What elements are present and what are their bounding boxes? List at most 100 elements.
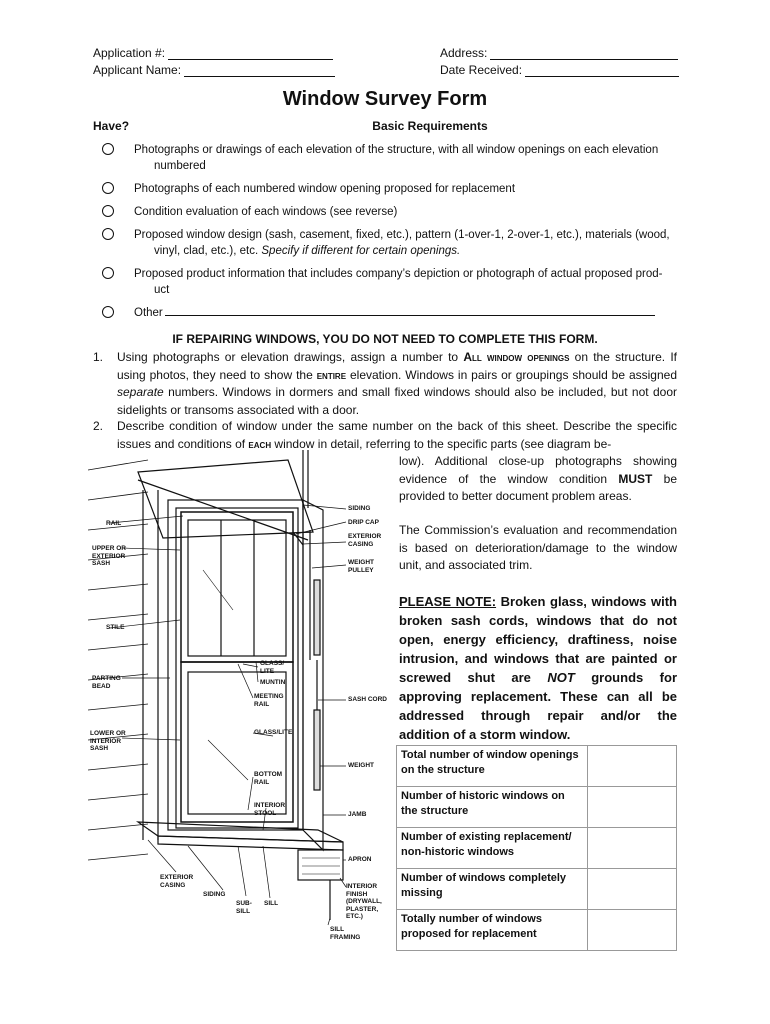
application-number-field[interactable]: Application #:	[93, 46, 334, 60]
step-number: 1.	[93, 350, 104, 364]
please-note-label: PLEASE NOTE:	[399, 594, 497, 609]
step-emphasis: each	[248, 436, 272, 451]
label-apron: APRON	[348, 856, 372, 863]
please-note-paragraph: PLEASE NOTE: Broken glass, windows with …	[399, 592, 677, 744]
label-sill-framing: SILL FRAMING	[330, 926, 361, 941]
label-parting-bead: PARTING BEAD	[92, 675, 121, 690]
leader-lines	[109, 504, 347, 926]
page-title: Window Survey Form	[282, 88, 488, 110]
count-value-cell[interactable]	[587, 827, 677, 869]
step-text: Describe condition of window under the s…	[117, 419, 677, 451]
label-glass-lite-lower: GLASS/LITE	[254, 729, 293, 736]
address-field[interactable]: Address:	[440, 46, 679, 60]
table-row: Total number of window openings on the s…	[396, 745, 677, 787]
requirement-text: Condition evaluation of each windows (se…	[134, 206, 398, 218]
requirement-text: Proposed product information that includ…	[134, 268, 663, 280]
requirement-checkbox[interactable]	[102, 205, 114, 217]
label-jamb: JAMB	[348, 811, 367, 818]
count-value-cell[interactable]	[587, 786, 677, 828]
requirement-checkbox[interactable]	[102, 228, 114, 240]
label-rail: RAIL	[106, 520, 122, 527]
repair-heading: IF REPAIRING WINDOWS, YOU DO NOT NEED TO…	[172, 332, 598, 346]
label-lower-sash: LOWER OR INTERIOR SASH	[90, 730, 126, 752]
label-sash-cord: SASH CORD	[348, 696, 388, 703]
continuation-text: low). Additional close-up photographs sh…	[399, 454, 677, 486]
count-value-cell[interactable]	[587, 868, 677, 910]
label-siding-top: SIDING	[348, 505, 371, 512]
requirement-checkbox[interactable]	[102, 143, 114, 155]
requirement-text: Photographs of each numbered window open…	[134, 183, 516, 195]
instruction-step-1: 1. Using photographs or elevation drawin…	[93, 349, 677, 419]
label-sub-sill: SUB-SILL	[236, 900, 252, 915]
step-text: on the structure. If using photos, they …	[117, 350, 677, 382]
siding-lines	[87, 459, 149, 861]
requirement-text-italic: Specify if different for certain opening…	[261, 245, 461, 257]
window-anatomy-diagram: RAIL UPPER OR EXTERIOR SASH STILE PARTIN…	[87, 450, 398, 950]
step-italic: separate	[117, 385, 164, 399]
label-weight: WEIGHT	[348, 762, 374, 769]
count-value-cell[interactable]	[587, 909, 677, 951]
date-received-field[interactable]: Date Received:	[440, 63, 680, 77]
requirement-text: Proposed window design (sash, casement, …	[134, 229, 670, 241]
step-emphasis: entire	[316, 367, 347, 382]
requirement-item: Condition evaluation of each windows (se…	[102, 204, 682, 220]
requirement-text-cont: uct	[154, 284, 170, 296]
requirement-checkbox[interactable]	[102, 306, 114, 318]
count-label: Totally number of windows proposed for r…	[396, 909, 588, 951]
step-text: Using photographs or elevation drawings,…	[117, 350, 464, 364]
label-bottom-rail: BOTTOM RAIL	[254, 771, 283, 786]
step-emphasis: All window openings	[463, 350, 570, 364]
label-interior-stool: INTERIOR STOOL	[254, 802, 286, 817]
label-meeting-rail: MEETING RAIL	[254, 693, 284, 708]
other-label: Other	[134, 307, 163, 319]
continuation-emphasis: MUST	[618, 471, 653, 486]
note-emphasis: NOT	[547, 670, 575, 685]
step-text: numbers. Windows in dormers and small fi…	[117, 385, 677, 417]
count-label: Number of existing replacement/ non-hist…	[396, 827, 588, 869]
address-label: Address:	[440, 46, 488, 60]
step-number: 2.	[93, 419, 104, 433]
requirement-text-cont: numbered	[154, 160, 206, 172]
applicant-name-line[interactable]	[184, 65, 336, 77]
table-row: Totally number of windows proposed for r…	[396, 909, 677, 951]
note-text: grounds for approving replacement. These…	[399, 670, 678, 742]
continuation-text: be provided to better document problem a…	[399, 471, 678, 504]
label-siding-bottom: SIDING	[203, 891, 226, 898]
label-upper-sash: UPPER OR EXTERIOR SASH	[92, 545, 126, 567]
applicant-name-field[interactable]: Applicant Name:	[93, 63, 336, 77]
label-drip-cap: DRIP CAP	[348, 519, 379, 526]
step-text: window in detail, referring to the speci…	[271, 436, 612, 451]
date-received-label: Date Received:	[440, 63, 523, 77]
label-sill: SILL	[264, 900, 279, 907]
note-text: Broken glass, windows with broken sash c…	[399, 594, 677, 685]
instruction-step-2: 2. Describe condition of window under th…	[93, 418, 677, 453]
table-row: Number of historic windows on the struct…	[396, 786, 677, 828]
table-row: Number of windows completely missing	[396, 868, 677, 910]
count-label: Number of historic windows on the struct…	[396, 786, 588, 828]
label-muntin: MUNTIN	[260, 679, 286, 686]
count-label: Number of windows completely missing	[396, 868, 588, 910]
requirement-item-other: Other	[102, 305, 682, 321]
application-number-line[interactable]	[168, 48, 334, 60]
requirement-item: Proposed product information that includ…	[102, 266, 682, 298]
label-stile: STILE	[106, 624, 125, 631]
basic-requirements-heading: Basic Requirements	[372, 119, 488, 133]
requirement-checkbox[interactable]	[102, 267, 114, 279]
requirement-item: Photographs of each numbered window open…	[102, 181, 682, 197]
count-value-cell[interactable]	[587, 745, 677, 787]
count-label: Total number of window openings on the s…	[396, 745, 588, 787]
step-2-continuation: low). Additional close-up photographs sh…	[399, 453, 677, 506]
requirement-item: Photographs or drawings of each elevatio…	[102, 142, 682, 174]
applicant-name-label: Applicant Name:	[93, 63, 182, 77]
label-interior-finish: INTERIOR FINISH (DRYWALL, PLASTER, ETC.)	[346, 883, 382, 920]
requirement-item: Proposed window design (sash, casement, …	[102, 227, 682, 259]
label-weight-pulley: WEIGHT PULLEY	[348, 559, 374, 574]
address-line[interactable]	[490, 48, 679, 60]
application-number-label: Application #:	[93, 46, 166, 60]
date-received-line[interactable]	[525, 65, 680, 77]
label-glass-lite: GLASS/ LITE	[260, 660, 285, 675]
requirement-text-cont: vinyl, clad, etc.), etc.	[154, 245, 259, 257]
requirement-checkbox[interactable]	[102, 182, 114, 194]
other-input-line[interactable]	[164, 305, 655, 316]
requirement-text: Photographs or drawings of each elevatio…	[134, 144, 659, 156]
